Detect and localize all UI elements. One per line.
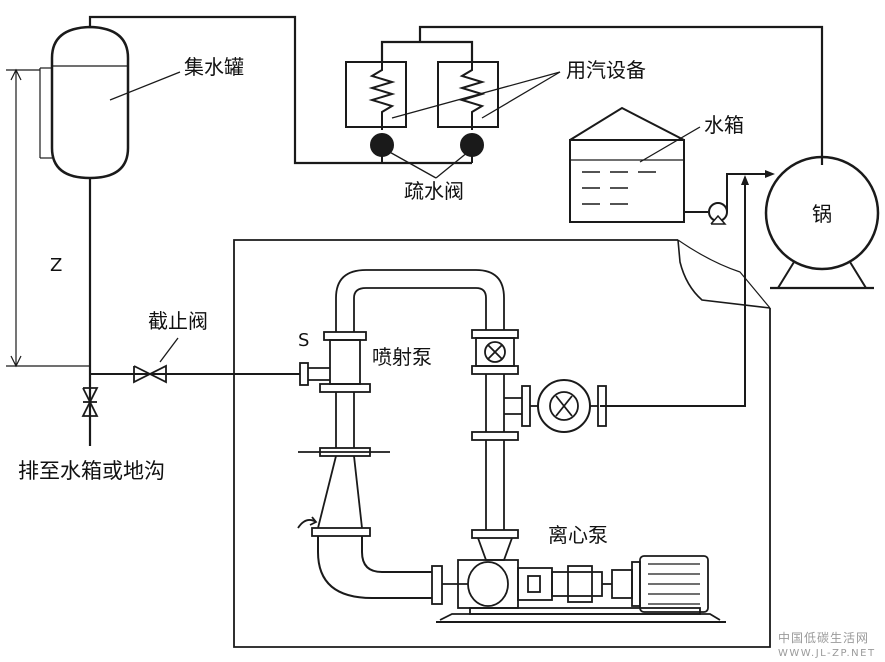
label-height-z: Z: [50, 255, 62, 276]
label-collector-tank: 集水罐: [184, 55, 244, 79]
label-trap-valve: 疏水阀: [404, 179, 464, 203]
label-stop-valve: 截止阀: [148, 309, 208, 333]
label-suction-s: S: [298, 330, 309, 351]
collector-tank: [39, 25, 130, 180]
stop-valve: [133, 364, 167, 384]
discharge-column: [471, 329, 607, 561]
label-centrifugal-pump: 离心泵: [548, 523, 608, 547]
label-drain-to: 排至水箱或地沟: [18, 459, 165, 483]
watermark-line1: 中国低碳生活网: [778, 630, 869, 645]
steam-equipment-right: [420, 40, 499, 163]
return-pipe: [600, 182, 746, 407]
label-water-tank: 水箱: [704, 113, 744, 137]
steam-equipment-left: [345, 40, 420, 163]
drain-valve: [81, 387, 99, 417]
centrifugal-pump: [436, 555, 726, 623]
steam-supply-pipe: [418, 25, 824, 165]
jet-pump: [297, 269, 505, 537]
label-boiler: 锅: [812, 202, 832, 226]
water-tank: [569, 106, 685, 223]
label-jet-pump: 喷射泵: [372, 345, 432, 369]
watermark-line2: WWW.JL-ZP.NET: [778, 648, 876, 659]
steam-return-pipe: [88, 15, 383, 165]
detail-frame: [233, 239, 771, 648]
label-steam-equipment: 用汽设备: [566, 58, 646, 82]
boiler: [764, 155, 880, 290]
